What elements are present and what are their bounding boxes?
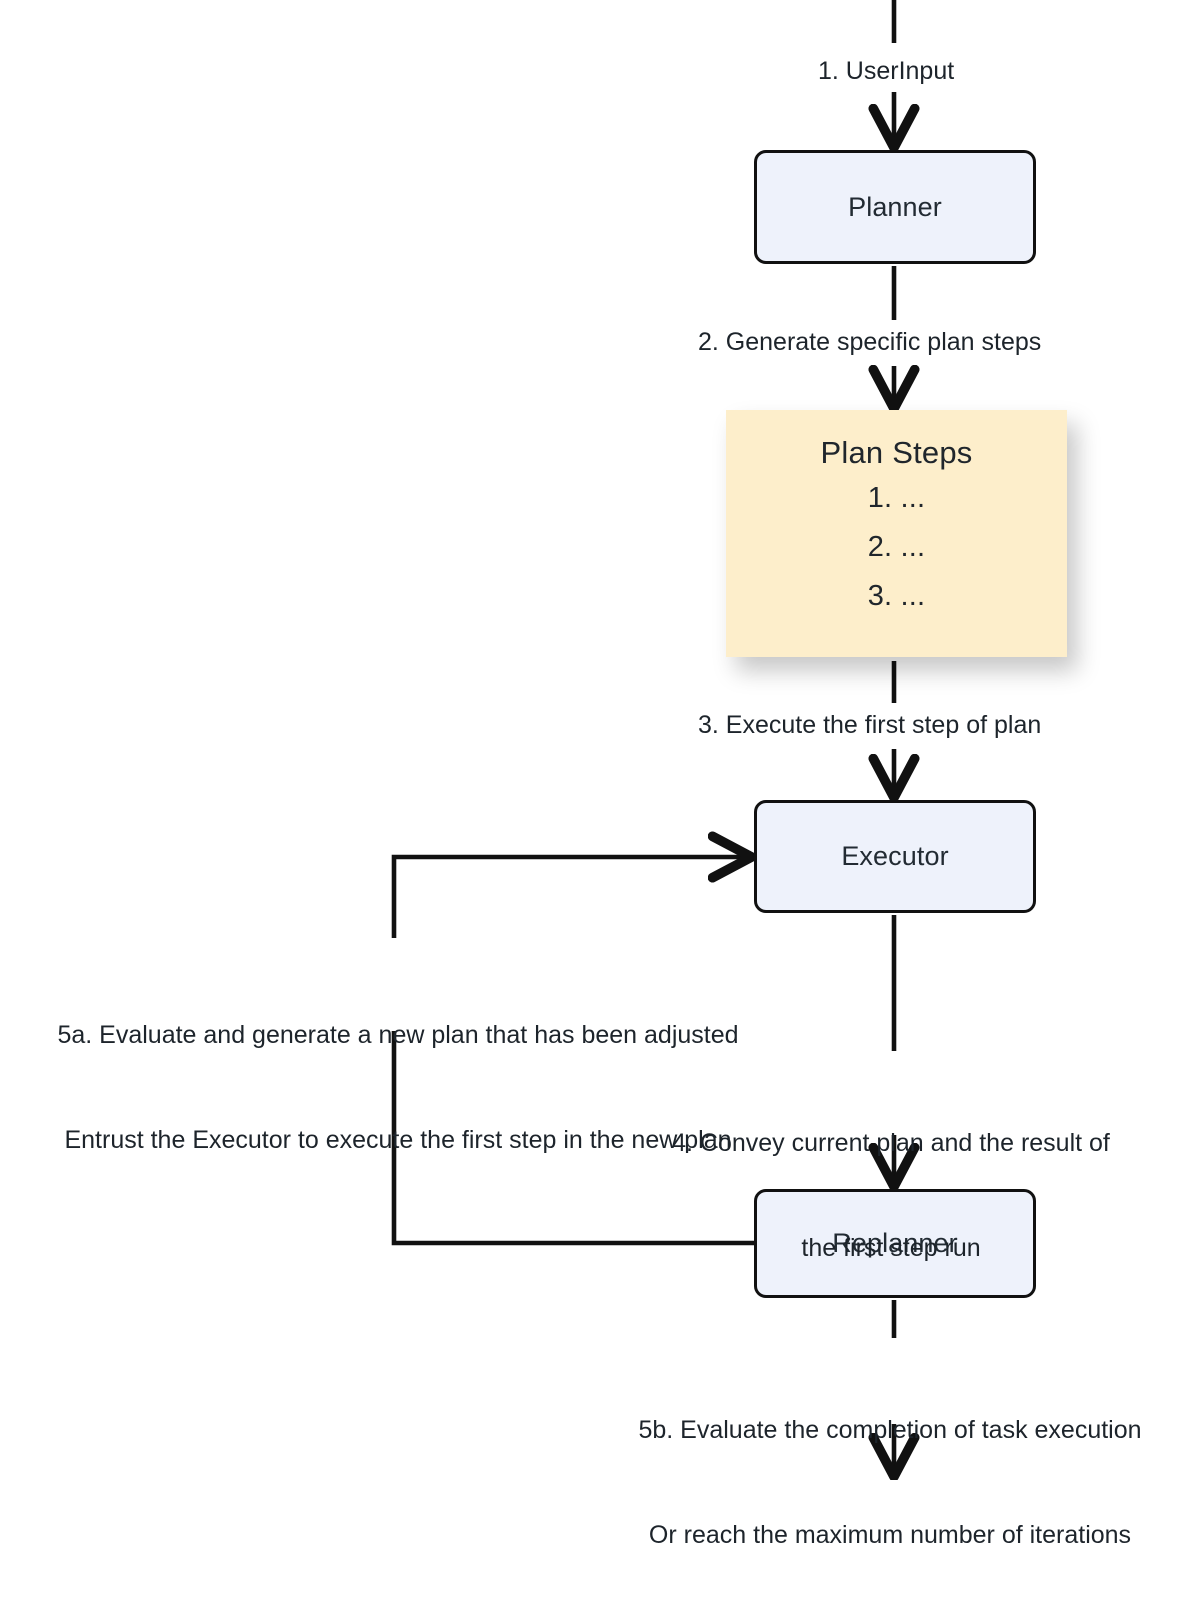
edge-label-1-userinput: 1. UserInput	[818, 57, 955, 85]
node-executor-label: Executor	[841, 841, 949, 871]
edge-label-2-generate-plan: 2. Generate specific plan steps	[698, 328, 1042, 356]
edge-label-5a-line-1: 5a. Evaluate and generate a new plan tha…	[57, 1021, 739, 1049]
edge-label-5a-line-2: Entrust the Executor to execute the firs…	[64, 1126, 732, 1154]
node-planner-label: Planner	[848, 191, 942, 222]
edge-label-5a-replan: 5a. Evaluate and generate a new plan tha…	[4, 948, 792, 1228]
plan-steps-item-3: 3. ...	[867, 580, 926, 612]
edge-replanner-loop-upper	[391, 857, 747, 938]
edge-label-4-line-2: the first step run	[801, 1234, 981, 1262]
edge-label-4-line-1: 4. Convey current plan and the result of	[672, 1129, 1110, 1157]
edge-label-5b-line-2: Or reach the maximum number of iteration…	[648, 1521, 1132, 1549]
node-replanner-label: Replanner	[832, 1228, 958, 1258]
edge-label-5b-line-1: 5b. Evaluate the completion of task exec…	[638, 1416, 1142, 1444]
edge-label-3-execute-first-step: 3. Execute the first step of plan	[698, 711, 1042, 739]
plan-steps-item-2: 2. ...	[867, 531, 926, 563]
node-plan-steps[interactable]: Plan Steps 1. ... 2. ... 3. ...	[726, 410, 1067, 657]
edge-label-4-convey-result: 4. Convey current plan and the result of…	[630, 1056, 1152, 1336]
node-executor[interactable]: Executor	[754, 800, 1036, 913]
edge-label-5b-complete: 5b. Evaluate the completion of task exec…	[588, 1343, 1192, 1623]
node-planner[interactable]: Planner	[754, 150, 1036, 264]
plan-steps-title: Plan Steps	[820, 435, 973, 470]
plan-steps-item-1: 1. ...	[867, 482, 926, 514]
node-replanner[interactable]: Replanner	[754, 1189, 1036, 1298]
flowchart-canvas: Planner Plan Steps 1. ... 2. ... 3. ... …	[4, 0, 1152, 1549]
